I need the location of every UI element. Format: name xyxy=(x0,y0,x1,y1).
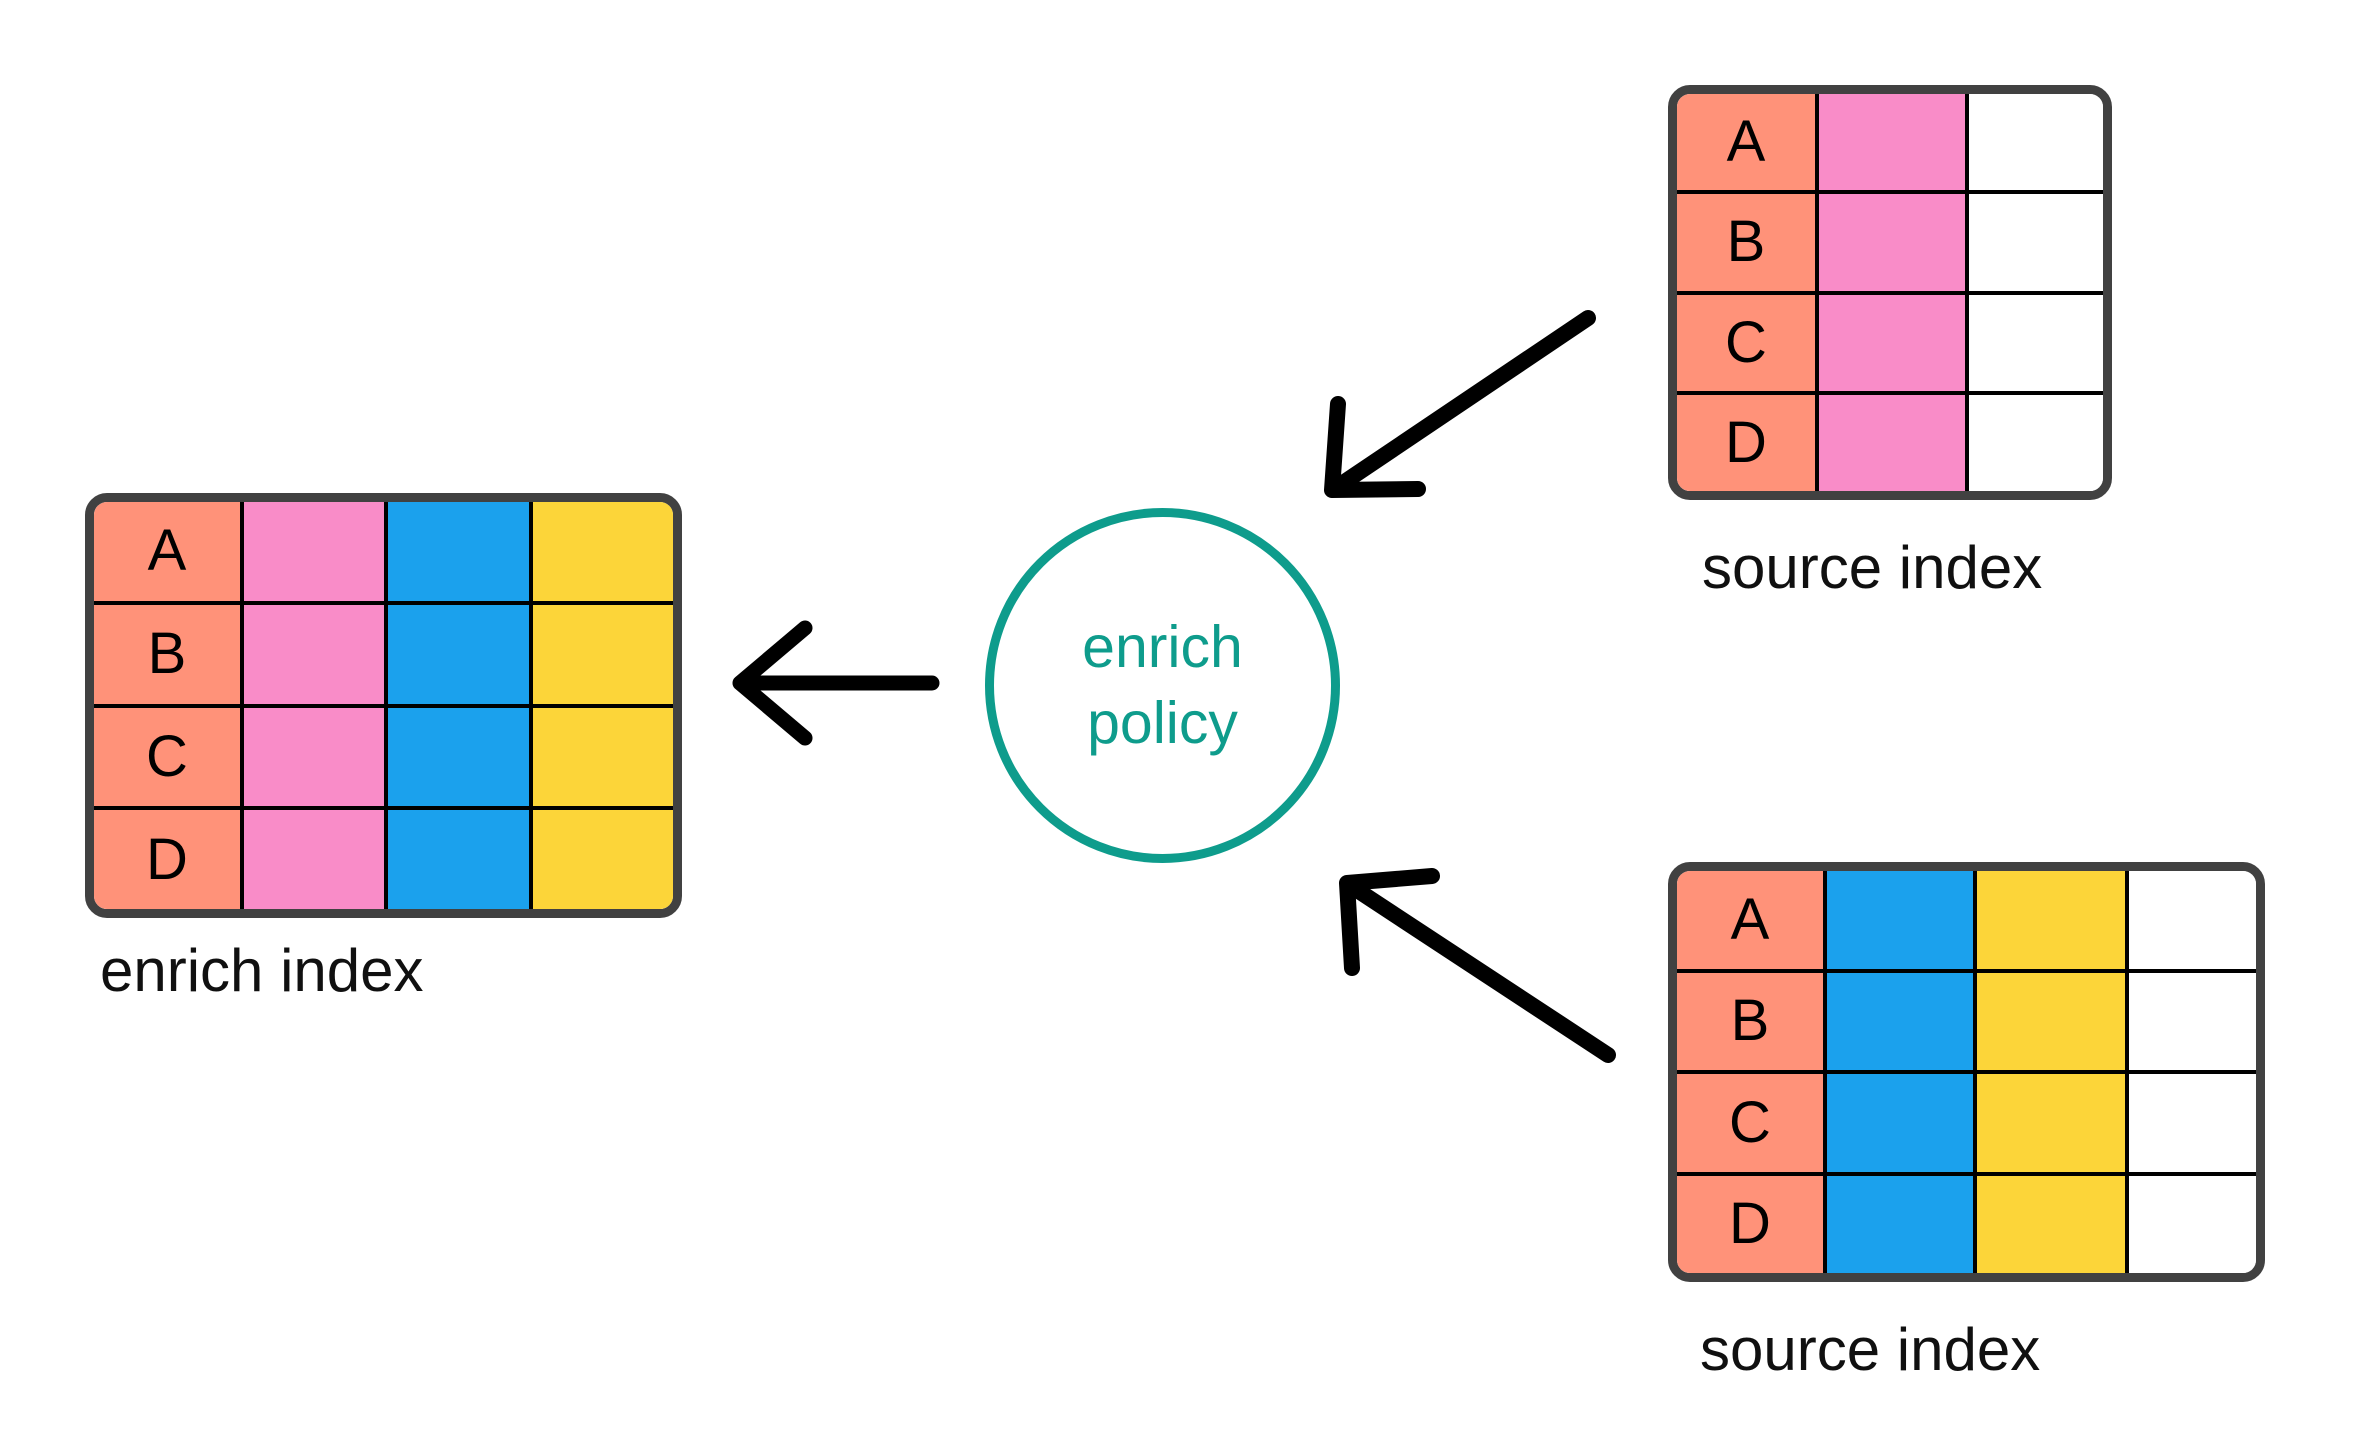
arrow-source-top-to-policy xyxy=(1324,310,1596,498)
table-cell-field xyxy=(388,604,533,704)
table-cell-empty xyxy=(2129,972,2256,1070)
table-cell-field xyxy=(1827,1175,1977,1273)
table-cell-key: B xyxy=(1677,972,1827,1070)
row-key-label: A xyxy=(147,518,187,584)
table-cell-key: A xyxy=(94,502,244,601)
table-row: A xyxy=(1677,871,2256,973)
row-key-label: D xyxy=(1725,409,1767,475)
table-cell-field xyxy=(244,810,389,909)
table-cell-key: C xyxy=(1677,1074,1827,1172)
table-cell-field xyxy=(1819,294,1969,391)
table-cell-field xyxy=(1819,194,1969,291)
table-cell-field xyxy=(244,604,389,704)
table-cell-field xyxy=(532,502,673,601)
table-row: D xyxy=(1677,1175,2256,1273)
table-cell-field xyxy=(532,810,673,909)
source-index-bottom-table: A B C D xyxy=(1668,862,2265,1282)
table-cell-key: C xyxy=(1677,294,1819,391)
table-cell-field xyxy=(532,707,673,807)
arrow-policy-to-enrich-index xyxy=(732,620,940,746)
table-cell-field xyxy=(1977,1175,2129,1273)
table-row: C xyxy=(1677,294,2103,395)
table-cell-field xyxy=(1819,394,1969,491)
row-key-label: C xyxy=(1729,1089,1771,1155)
table-cell-key: D xyxy=(94,810,244,909)
table-row: D xyxy=(94,810,673,909)
table-cell-key: D xyxy=(1677,394,1819,491)
row-key-label: A xyxy=(1730,886,1770,952)
source-index-top-caption: source index xyxy=(1702,534,2043,601)
table-cell-empty xyxy=(1969,394,2103,491)
table-cell-field xyxy=(1827,972,1977,1070)
enrich-index-caption: enrich index xyxy=(100,937,424,1004)
table-row: C xyxy=(1677,1074,2256,1176)
table-cell-key: B xyxy=(1677,194,1819,291)
table-row: B xyxy=(1677,194,2103,295)
table-cell-field xyxy=(1977,972,2129,1070)
table-cell-field xyxy=(388,707,533,807)
table-cell-empty xyxy=(1969,294,2103,391)
table-cell-field xyxy=(532,604,673,704)
table-cell-field xyxy=(1977,871,2129,969)
source-index-top-table: A B C D xyxy=(1668,85,2112,500)
table-cell-field xyxy=(244,502,389,601)
table-cell-key: A xyxy=(1677,871,1827,969)
row-key-label: B xyxy=(1726,209,1766,275)
row-key-label: B xyxy=(1730,988,1770,1054)
table-row: D xyxy=(1677,394,2103,491)
table-cell-field xyxy=(1827,1074,1977,1172)
table-cell-field xyxy=(244,707,389,807)
table-cell-empty xyxy=(2129,871,2256,969)
row-key-label: C xyxy=(1725,309,1767,375)
table-row: A xyxy=(1677,94,2103,195)
table-row: C xyxy=(94,707,673,811)
table-cell-field xyxy=(1819,94,1969,191)
row-key-label: D xyxy=(146,826,188,892)
table-cell-field xyxy=(388,810,533,909)
table-cell-key: D xyxy=(1677,1175,1827,1273)
table-cell-field xyxy=(1827,871,1977,969)
table-row: A xyxy=(94,502,673,605)
table-cell-empty xyxy=(1969,194,2103,291)
arrow-source-bottom-to-policy xyxy=(1339,868,1616,1063)
table-cell-field xyxy=(1977,1074,2129,1172)
table-cell-empty xyxy=(2129,1074,2256,1172)
table-cell-key: C xyxy=(94,707,244,807)
enrich-policy-label-line1: enrich xyxy=(1082,613,1243,680)
row-key-label: A xyxy=(1726,109,1766,175)
table-cell-key: A xyxy=(1677,94,1819,191)
row-key-label: B xyxy=(147,621,187,687)
table-cell-field xyxy=(388,502,533,601)
table-row: B xyxy=(94,604,673,708)
enrich-index-table: A B C D xyxy=(85,493,682,918)
source-index-bottom-caption: source index xyxy=(1700,1316,2041,1383)
row-key-label: D xyxy=(1729,1191,1771,1257)
table-row: B xyxy=(1677,972,2256,1074)
row-key-label: C xyxy=(146,723,188,789)
enrich-policy-label-line2: policy xyxy=(1087,689,1238,756)
table-cell-empty xyxy=(1969,94,2103,191)
table-cell-empty xyxy=(2129,1175,2256,1273)
enrich-policy-circle[interactable]: enrich policy xyxy=(985,508,1340,863)
table-cell-key: B xyxy=(94,604,244,704)
